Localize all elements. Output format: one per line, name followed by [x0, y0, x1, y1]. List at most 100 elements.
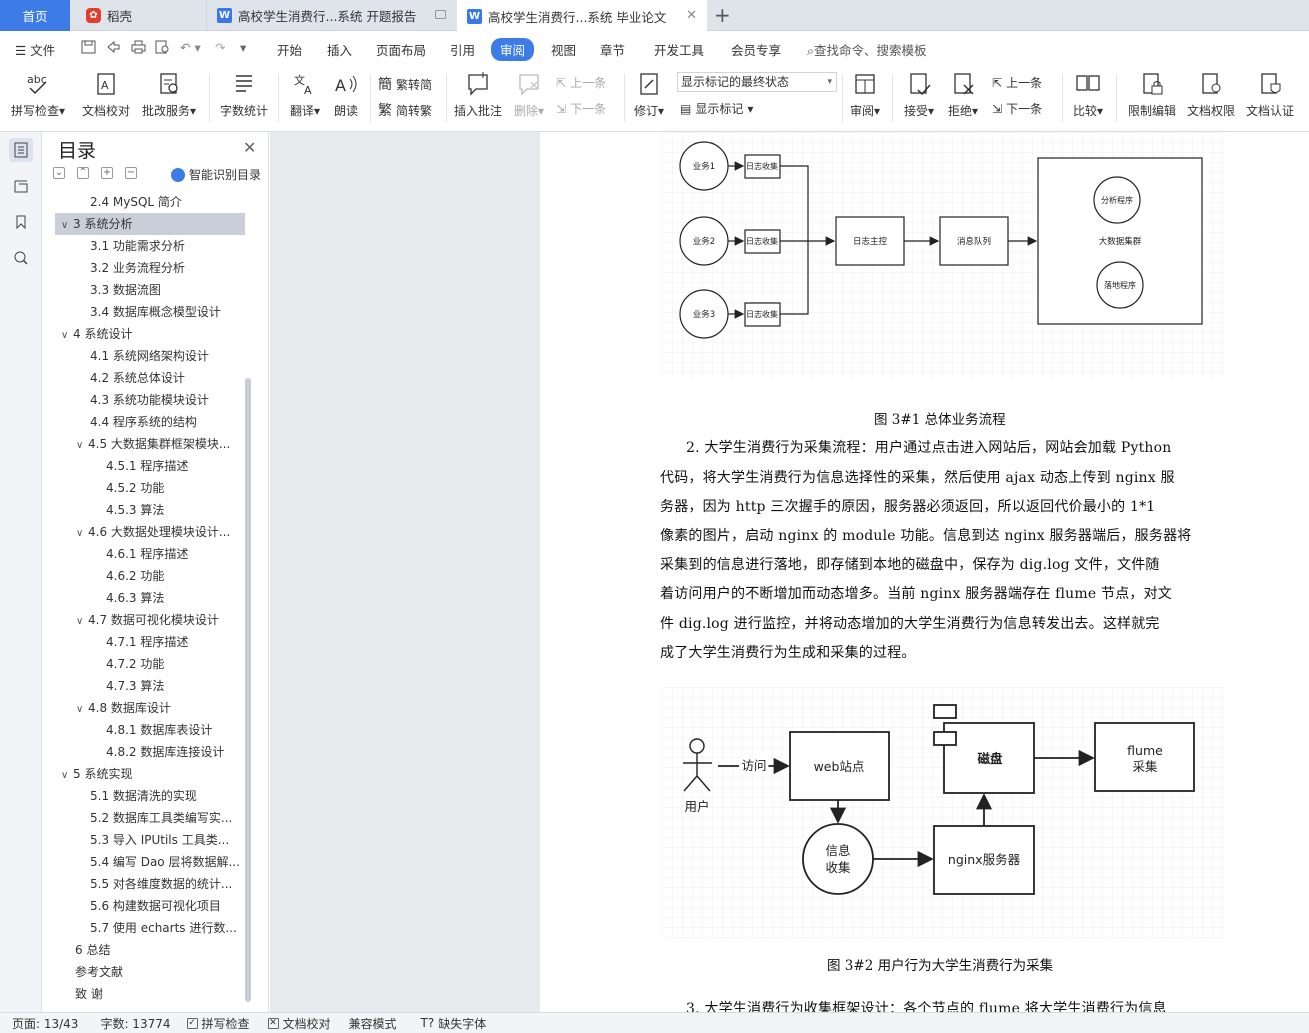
menu-start[interactable]: 开始 — [277, 43, 303, 58]
proofread-toggle[interactable]: ✕文档校对 — [267, 1015, 331, 1032]
toc-scrollbar[interactable] — [245, 378, 251, 1002]
toc-item[interactable]: 6 总结 — [43, 939, 243, 961]
toc-item[interactable]: 5.2 数据库工具类编写实... — [43, 807, 243, 829]
document-canvas[interactable]: 业务1 业务2 业务3 日志收集 日志收集 日志收集 日志主控 消息队列 大数据… — [270, 132, 1309, 1012]
toc-item[interactable]: 4.6.2 功能 — [43, 565, 243, 587]
toc-item[interactable]: 3.3 数据流图 — [43, 279, 243, 301]
toc-item[interactable]: 4.3 系统功能模块设计 — [43, 389, 243, 411]
track-changes-button[interactable]: 修订▾ — [630, 70, 668, 119]
menu-chapter[interactable]: 章节 — [600, 43, 626, 58]
doc-check-button[interactable]: A 文档校对 — [80, 70, 132, 119]
chevron-down-icon[interactable]: ∨ — [76, 440, 84, 451]
tab-home[interactable]: 首页 — [0, 0, 70, 31]
chevron-down-icon[interactable]: ∨ — [76, 704, 84, 715]
toc-item[interactable]: 4.8.2 数据库连接设计 — [43, 741, 243, 763]
accept-button[interactable]: 接受▾ — [900, 70, 938, 119]
toc-item[interactable]: 3.2 业务流程分析 — [43, 257, 243, 279]
print-icon[interactable] — [131, 40, 146, 54]
doc-cert-button[interactable]: 文档认证 — [1243, 70, 1297, 119]
bookmark-icon[interactable] — [9, 210, 33, 234]
menu-insert[interactable]: 插入 — [327, 43, 353, 58]
toc-item[interactable]: 4.5.1 程序描述 — [43, 455, 243, 477]
insert-comment-button[interactable]: 插入批注 — [452, 70, 504, 119]
delete-comment-button[interactable]: 删除▾ — [511, 70, 547, 119]
toc-item[interactable]: ∨5 系统实现 — [43, 763, 243, 785]
next-change-button[interactable]: ⇲下一条 — [992, 100, 1042, 117]
toc-item[interactable]: 参考文献 — [43, 961, 243, 983]
doc-permission-button[interactable]: 文档权限 — [1184, 70, 1238, 119]
trad-to-simp-button[interactable]: 簡繁转简 — [378, 74, 432, 94]
restrict-edit-button[interactable]: 限制编辑 — [1124, 70, 1180, 119]
chevron-down-icon[interactable]: ∨ — [61, 330, 69, 341]
batch-service-button[interactable]: 批改服务▾ — [140, 70, 198, 119]
toc-item[interactable]: 3.4 数据库概念模型设计 — [43, 301, 243, 323]
toc-item[interactable]: 4.7.2 功能 — [43, 653, 243, 675]
compat-mode[interactable]: 兼容模式 — [349, 1015, 397, 1032]
collapse-all-icon[interactable]: ⌄ — [53, 167, 65, 179]
chevron-down-icon[interactable]: ∨ — [76, 616, 84, 627]
toc-item[interactable]: 5.3 导入 IPUtils 工具类... — [43, 829, 243, 851]
toc-item[interactable]: ∨4.7 数据可视化模块设计 — [43, 609, 243, 631]
toc-item[interactable]: 4.4 程序系统的结构 — [43, 411, 243, 433]
toc-item[interactable]: 4.6.3 算法 — [43, 587, 243, 609]
toc-item[interactable]: ∨4.6 大数据处理模块设计... — [43, 521, 243, 543]
add-heading-icon[interactable]: + — [101, 167, 113, 179]
compare-button[interactable]: 比较▾ — [1068, 70, 1108, 119]
close-icon[interactable]: ✕ — [686, 8, 697, 23]
menu-devtools[interactable]: 开发工具 — [654, 43, 705, 58]
spell-check-button[interactable]: abc 拼写检查▾ — [10, 70, 66, 119]
spell-check-toggle[interactable]: ✓拼写检查 — [186, 1015, 250, 1032]
chevron-down-icon[interactable]: ∨ — [76, 528, 84, 539]
redo-icon[interactable]: ↷ — [215, 40, 226, 55]
chapter-nav-icon[interactable] — [9, 174, 33, 198]
save-icon[interactable] — [81, 40, 96, 54]
missing-font-button[interactable]: T?缺失字体 — [421, 1015, 487, 1032]
word-count-indicator[interactable]: 字数: 13774 — [100, 1015, 170, 1032]
close-icon[interactable]: ✕ — [243, 138, 257, 157]
menu-view[interactable]: 视图 — [551, 43, 577, 58]
screen-icon[interactable] — [435, 10, 446, 19]
menu-member[interactable]: 会员专享 — [731, 43, 782, 58]
markup-state-select[interactable]: 显示标记的最终状态▾ — [677, 72, 837, 92]
search-icon[interactable] — [9, 246, 33, 270]
export-icon[interactable] — [106, 40, 121, 54]
toc-item[interactable]: ∨3 系统分析 — [55, 213, 245, 235]
toc-item[interactable]: 3.1 功能需求分析 — [43, 235, 243, 257]
prev-change-button[interactable]: ⇱上一条 — [992, 74, 1042, 91]
new-tab-icon[interactable]: + — [714, 3, 731, 27]
toc-item[interactable]: 4.2 系统总体设计 — [43, 367, 243, 389]
remove-heading-icon[interactable]: − — [125, 167, 137, 179]
command-search[interactable]: ⌕查找命令、搜索模板 — [807, 40, 927, 59]
page-indicator[interactable]: 页面: 13/43 — [12, 1015, 78, 1032]
toc-item[interactable]: 致 谢 — [43, 983, 243, 1005]
toc-item[interactable]: 2.4 MySQL 简介 — [43, 191, 243, 213]
word-count-button[interactable]: 字数统计 — [218, 70, 270, 119]
toc-item[interactable]: 4.7.1 程序描述 — [43, 631, 243, 653]
toc-item[interactable]: 5.1 数据清洗的实现 — [43, 785, 243, 807]
reject-button[interactable]: 拒绝▾ — [944, 70, 982, 119]
toc-item[interactable]: ∨4 系统设计 — [43, 323, 243, 345]
toc-item[interactable]: 4.5.3 算法 — [43, 499, 243, 521]
menu-layout[interactable]: 页面布局 — [376, 43, 427, 58]
menu-review[interactable]: 审阅 — [491, 38, 535, 61]
next-comment-button[interactable]: ⇲下一条 — [556, 100, 606, 117]
undo-icon[interactable]: ↶ ▾ — [180, 40, 201, 55]
toc-item[interactable]: 4.1 系统网络架构设计 — [43, 345, 243, 367]
customize-icon[interactable]: ▾ — [240, 40, 247, 55]
toc-item[interactable]: ∨4.5 大数据集群框架模块... — [43, 433, 243, 455]
toc-item[interactable]: 5.6 构建数据可视化项目 — [43, 895, 243, 917]
file-menu[interactable]: ☰ 文件 — [15, 40, 55, 59]
document-page[interactable]: 业务1 业务2 业务3 日志收集 日志收集 日志收集 日志主控 消息队列 大数据… — [540, 132, 1309, 1012]
smart-toc-button[interactable]: 智能识别目录 — [171, 166, 261, 183]
toc-item[interactable]: 4.6.1 程序描述 — [43, 543, 243, 565]
toc-item[interactable]: 4.8.1 数据库表设计 — [43, 719, 243, 741]
expand-all-icon[interactable]: ⌃ — [77, 167, 89, 179]
review-pane-button[interactable]: 审阅▾ — [846, 70, 884, 119]
toc-item[interactable]: 5.7 使用 echarts 进行数... — [43, 917, 243, 939]
toc-panel-icon[interactable] — [9, 138, 33, 162]
toc-item[interactable]: 5.4 编写 Dao 层将数据解... — [43, 851, 243, 873]
chevron-down-icon[interactable]: ∨ — [61, 770, 69, 781]
